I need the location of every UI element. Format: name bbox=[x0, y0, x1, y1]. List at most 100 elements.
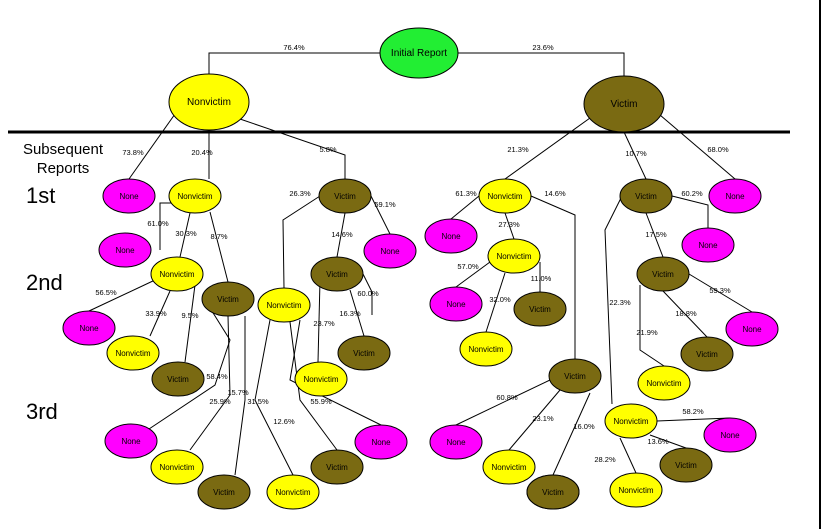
edge-bb_nv-bba_nv bbox=[619, 437, 637, 474]
node-ellipse bbox=[482, 449, 536, 485]
node-label: Victim bbox=[213, 488, 235, 497]
edge-label-a_v-ab_v: 14.6% bbox=[331, 230, 353, 239]
level-2nd-label: 2nd bbox=[26, 270, 63, 295]
edge-bb_nv-bba_none bbox=[656, 417, 731, 422]
edge-root-v0 bbox=[458, 52, 625, 76]
edge-bb_v-bbb_nv bbox=[639, 285, 665, 367]
node-ellipse bbox=[583, 75, 665, 133]
node-label: None bbox=[121, 437, 141, 446]
node-none-abb_none: None bbox=[354, 424, 408, 460]
node-label: None bbox=[79, 324, 99, 333]
edge-label-bb_v-bbb_none: 59.3% bbox=[709, 286, 731, 295]
edges bbox=[88, 52, 753, 476]
edge-label-a_nv-aa_none: 61.0% bbox=[147, 219, 169, 228]
edge-label-bb_v-bbb_nv: 21.9% bbox=[636, 328, 658, 337]
node-label: Nonvictim bbox=[646, 379, 681, 388]
node-none-ab_none: None bbox=[363, 233, 417, 269]
node-nonvictim-ab_nv: Nonvictim bbox=[257, 287, 311, 323]
node-label: Initial Report bbox=[391, 48, 447, 59]
node-label: Victim bbox=[167, 375, 189, 384]
edge-aa_v-aab_none bbox=[130, 299, 231, 442]
node-label: Victim bbox=[696, 350, 718, 359]
node-none-aaa_none: None bbox=[62, 310, 116, 346]
edge-label-b_nv-ba_none: 61.3% bbox=[455, 189, 477, 198]
edge-aa_nv-aaa_none bbox=[88, 279, 156, 312]
node-ellipse bbox=[609, 472, 663, 508]
node-ellipse bbox=[294, 361, 348, 397]
edge-b_v-bb_v bbox=[645, 212, 664, 258]
node-nonvictim-bba_nv: Nonvictim bbox=[609, 472, 663, 508]
node-ellipse bbox=[487, 238, 541, 274]
node-ellipse bbox=[424, 218, 478, 254]
edge-label-nv0-a_none: 73.8% bbox=[122, 148, 144, 157]
edge-label-bb_nv-bba_v: 13.6% bbox=[647, 437, 669, 446]
node-ellipse bbox=[201, 281, 255, 317]
node-label: Victim bbox=[635, 192, 657, 201]
node-label: Nonvictim bbox=[159, 463, 194, 472]
node-victim-bbb_v: Victim bbox=[680, 336, 734, 372]
edge-aa_nv-aaa_nv bbox=[149, 290, 171, 337]
node-ellipse bbox=[604, 403, 658, 439]
node-none-bb_none: None bbox=[681, 227, 735, 263]
node-ellipse bbox=[168, 73, 250, 131]
edge-a_nv-aa_v bbox=[209, 211, 229, 283]
node-label: Nonvictim bbox=[115, 349, 150, 358]
edge-label-ab_v-ab_none2: 60.0% bbox=[357, 289, 379, 298]
node-ellipse bbox=[637, 365, 691, 401]
edge-label-b_nv-ba_nv: 27.3% bbox=[498, 220, 520, 229]
edge-label-nv0-a_v: 5.8% bbox=[319, 145, 336, 154]
edge-label-ab_v-abb_nv: 23.7% bbox=[313, 319, 335, 328]
edge-label-ba_v-bab_v: 16.0% bbox=[573, 422, 595, 431]
node-victim-a_v: Victim bbox=[318, 178, 372, 214]
edge-ab_v-ab_none2 bbox=[362, 273, 373, 315]
edge-label-root-nv0: 76.4% bbox=[283, 43, 305, 52]
edge-b_v-bb_none bbox=[671, 195, 709, 228]
node-label: None bbox=[441, 232, 461, 241]
node-ellipse bbox=[659, 447, 713, 483]
node-victim-v0: Victim bbox=[583, 75, 665, 133]
edge-a_v-ab_none bbox=[370, 195, 391, 235]
node-none-aa_none: None bbox=[98, 232, 152, 268]
node-ellipse bbox=[459, 331, 513, 367]
edge-a_nv-aa_none bbox=[159, 202, 175, 250]
node-ellipse bbox=[429, 424, 483, 460]
edge-label-ab_v-abb_v: 16.3% bbox=[339, 309, 361, 318]
frame-edge bbox=[819, 0, 821, 529]
node-victim-aab_v: Victim bbox=[197, 474, 251, 510]
node-ellipse bbox=[703, 417, 757, 453]
edge-label-bb_v-bbb_v: 18.8% bbox=[675, 309, 697, 318]
edge-ba_nv-baa_none bbox=[455, 261, 491, 288]
node-ellipse bbox=[478, 178, 532, 214]
node-nonvictim-a_nv: Nonvictim bbox=[168, 178, 222, 214]
edge-label-v0-b_nv: 21.3% bbox=[507, 145, 529, 154]
node-ellipse bbox=[310, 449, 364, 485]
edge-label-ab_nv-abb_v2: 12.6% bbox=[273, 417, 295, 426]
subsequent-line1: Subsequent bbox=[22, 141, 104, 158]
edge-label-a_v-ab_none: 59.1% bbox=[374, 200, 396, 209]
node-ellipse bbox=[681, 227, 735, 263]
subsequent-line2: Reports bbox=[36, 160, 90, 177]
node-nonvictim-ba_nv: Nonvictim bbox=[487, 238, 541, 274]
node-nonvictim-bab_nv: Nonvictim bbox=[482, 449, 536, 485]
edge-ab_v-abb_nv bbox=[317, 279, 321, 363]
node-label: None bbox=[720, 431, 740, 440]
edge-aa_v-aab_v bbox=[234, 316, 246, 476]
node-nonvictim-baa_nv: Nonvictim bbox=[459, 331, 513, 367]
edge-ba_v-bab_none bbox=[455, 379, 551, 426]
node-label: Victim bbox=[326, 270, 348, 279]
node-label: Victim bbox=[564, 372, 586, 381]
node-label: Nonvictim bbox=[613, 417, 648, 426]
edge-label-aa_v-aab_nv: 25.9% bbox=[209, 397, 231, 406]
edge-b_v-bb_nv bbox=[604, 195, 623, 405]
node-none-aab_none: None bbox=[104, 423, 158, 459]
edge-ab_nv-abb_nv2 bbox=[254, 319, 294, 476]
edge-ba_v-bab_v bbox=[552, 392, 591, 476]
node-nonvictim-bb_nv: Nonvictim bbox=[604, 403, 658, 439]
node-ellipse bbox=[266, 474, 320, 510]
edge-nv0-a_none bbox=[128, 113, 176, 180]
node-ellipse bbox=[150, 449, 204, 485]
node-ellipse bbox=[104, 423, 158, 459]
node-label: Nonvictim bbox=[496, 252, 531, 261]
